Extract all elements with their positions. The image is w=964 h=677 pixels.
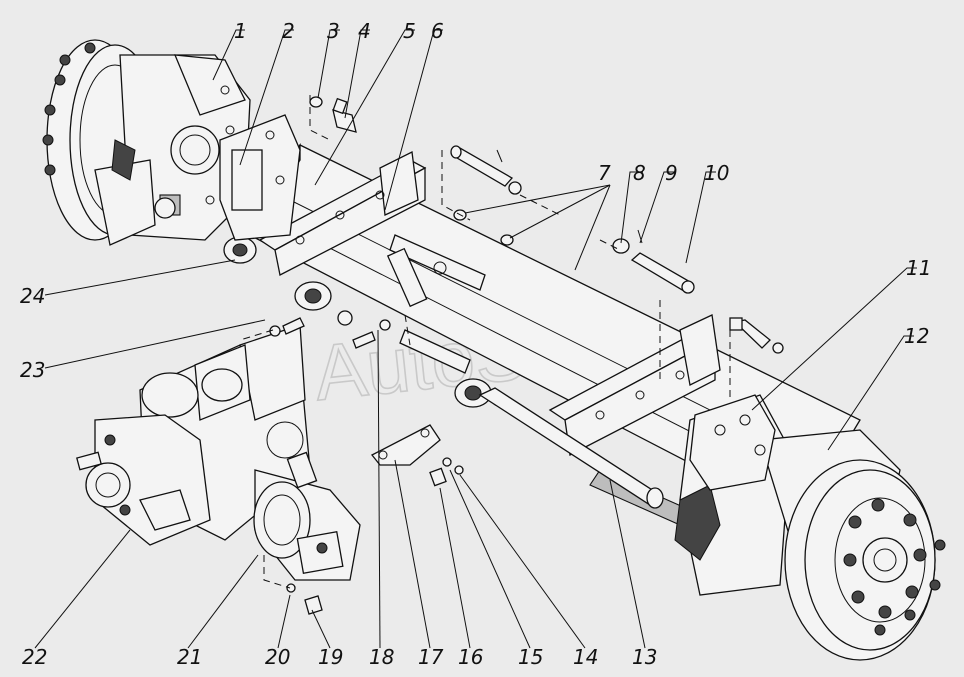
bolts-14-16 (429, 457, 464, 487)
callout-9: 9 (665, 161, 678, 185)
callout-11: 11 (906, 256, 931, 280)
bolt-19-20 (286, 583, 323, 615)
left-wheel-hub (42, 39, 251, 246)
bolt-6-18 (352, 319, 391, 349)
callout-24: 24 (20, 284, 45, 308)
callout-7: 7 (598, 161, 611, 185)
callout-3: 3 (327, 19, 340, 43)
bracket-17 (370, 424, 441, 466)
bolt-right-bracket (729, 317, 784, 354)
callout-12: 12 (904, 324, 929, 348)
callout-21: 21 (177, 645, 202, 669)
callout-16: 16 (458, 645, 483, 669)
callout-22: 22 (22, 645, 47, 669)
right-knuckle (689, 394, 776, 491)
callout-5: 5 (403, 19, 416, 43)
callout-8: 8 (633, 161, 646, 185)
callout-20: 20 (265, 645, 290, 669)
callout-6: 6 (431, 19, 444, 43)
bolt-23 (269, 317, 305, 337)
lower-bracket-plate (548, 314, 721, 456)
callout-14: 14 (573, 645, 598, 669)
callout-18: 18 (369, 645, 394, 669)
callout-1: 1 (234, 19, 247, 43)
callout-10: 10 (704, 161, 729, 185)
assembly-guide-lines (239, 95, 731, 589)
upper-bracket-plate (258, 151, 427, 276)
bushings (223, 236, 509, 408)
callout-labels: 1 2 3 4 5 6 7 8 9 10 11 12 13 14 15 16 1… (20, 19, 931, 669)
pin-10 (612, 229, 695, 294)
callout-4: 4 (358, 19, 371, 43)
callout-2: 2 (282, 19, 295, 43)
link-bar (386, 234, 486, 374)
callout-17: 17 (418, 645, 444, 669)
callout-19: 19 (318, 645, 343, 669)
right-half-shaft (478, 387, 664, 509)
input-housing (76, 414, 211, 546)
left-knuckle (219, 114, 301, 241)
bolt-3-4 (309, 96, 357, 133)
callout-13: 13 (632, 645, 657, 669)
callout-23: 23 (20, 358, 45, 382)
leader-lines (34, 29, 917, 649)
callout-15: 15 (518, 645, 543, 669)
